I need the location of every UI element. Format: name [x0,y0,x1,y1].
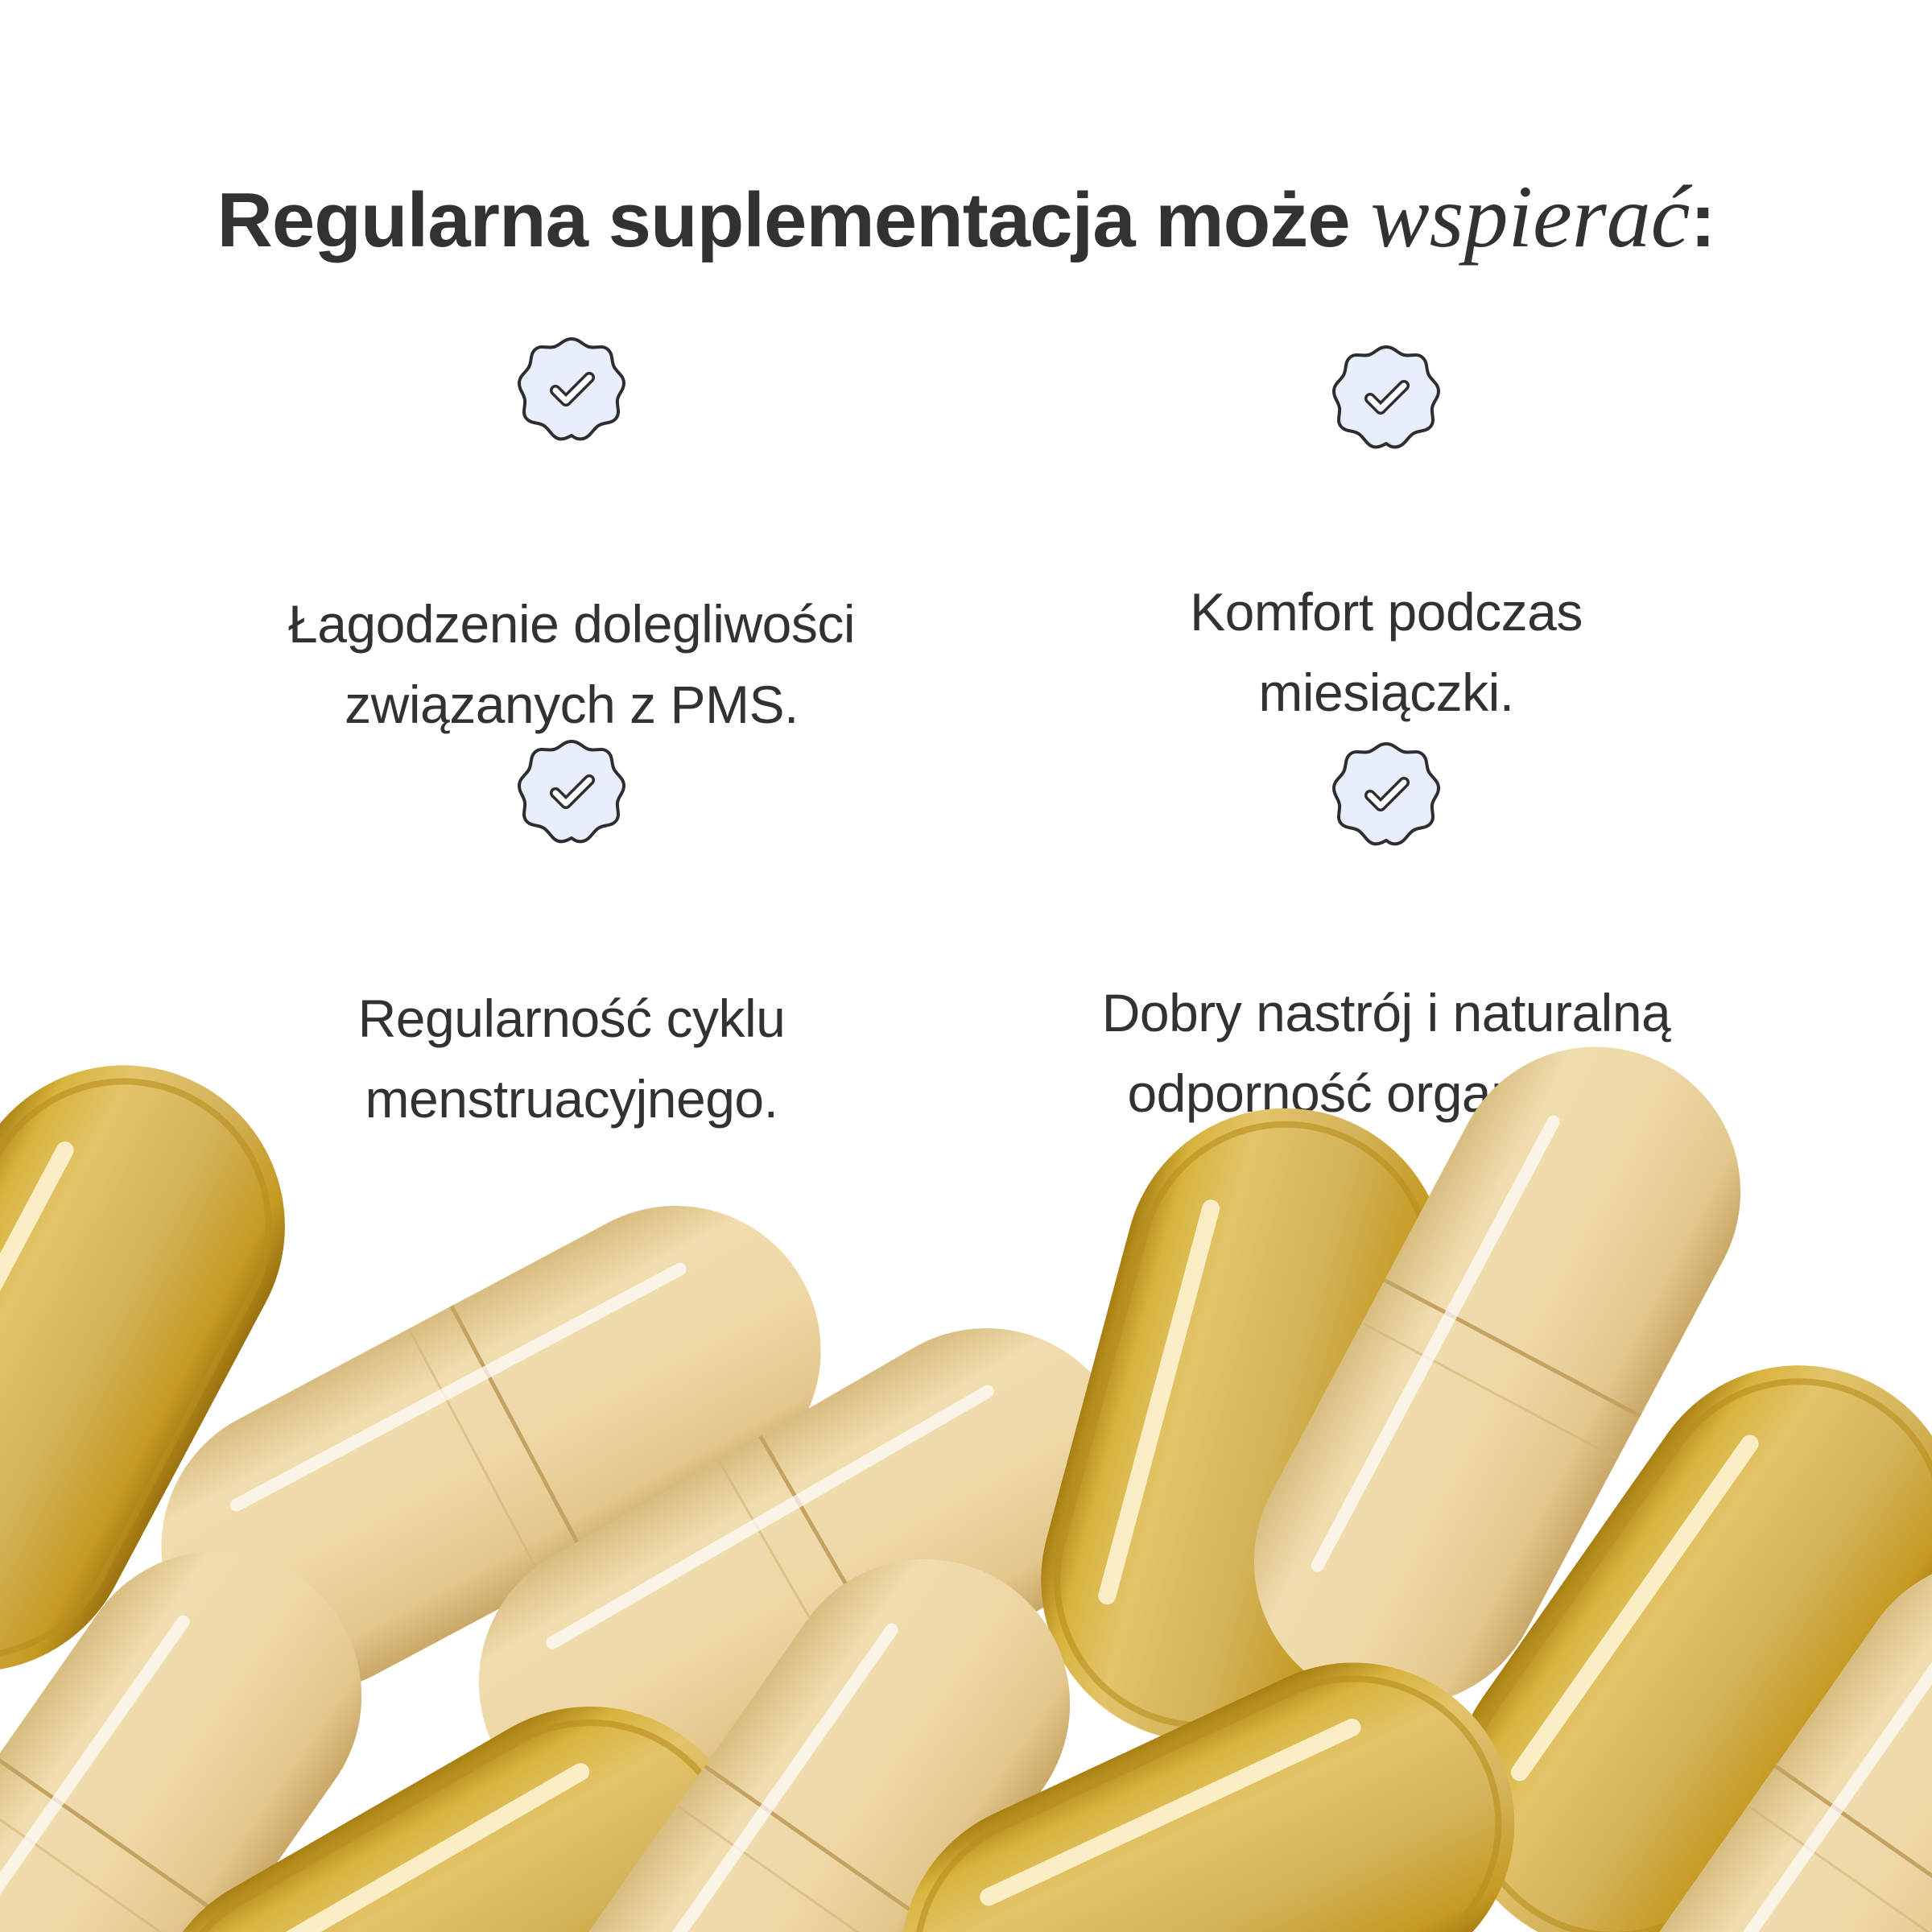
benefit-item-cycle: Regularność cyklu menstruacyjnego. [169,737,974,1139]
benefit-line: związanych z PMS. [345,675,799,734]
softgel-right [1390,1302,1932,1932]
benefit-item-comfort: Komfort podczas miesiączki. [984,342,1789,733]
benefit-line: odporność organizmu. [1127,1063,1645,1123]
benefit-item-mood: Dobry nastrój i naturalną odporność orga… [984,739,1789,1133]
benefit-text: Komfort podczas miesiączki. [984,572,1789,733]
benefit-item-pms: Łagodzenie dolegliwości związanych z PMS… [169,334,974,745]
capsule-bottom-center [483,1502,1127,1932]
check-badge-icon [515,737,628,849]
capsule-bottom-left [0,1494,419,1932]
title-suffix: : [1690,177,1716,264]
title-prefix: Regularna suplementacja może [217,177,1371,264]
capsule-bottom-right [1554,1502,1932,1932]
benefit-line: Łagodzenie dolegliwości [288,594,856,654]
benefit-line: Regularność cyklu [357,989,786,1048]
softgel-center [1005,1072,1482,1777]
benefit-text: Regularność cyklu menstruacyjnego. [169,978,974,1139]
capsule-upper-left [110,1155,872,1744]
benefit-text: Dobry nastrój i naturalną odporność orga… [984,972,1789,1133]
check-badge-icon [515,334,628,447]
benefit-line: menstruacyjnego. [365,1069,778,1129]
benefit-line: miesiączki. [1258,663,1514,722]
benefit-text: Łagodzenie dolegliwości związanych z PMS… [169,584,974,745]
page-title: Regularna suplementacja może wspierać: [0,172,1932,261]
title-accent-word: wspierać [1370,167,1690,266]
check-badge-icon [1330,739,1443,852]
softgel-bottom-left [92,1648,811,1932]
softgel-bottom-center [848,1610,1567,1932]
benefit-line: Dobry nastrój i naturalną [1101,983,1671,1042]
benefit-line: Komfort podczas [1190,582,1583,642]
capsule-center [426,1275,1184,1880]
check-badge-icon [1330,342,1443,455]
